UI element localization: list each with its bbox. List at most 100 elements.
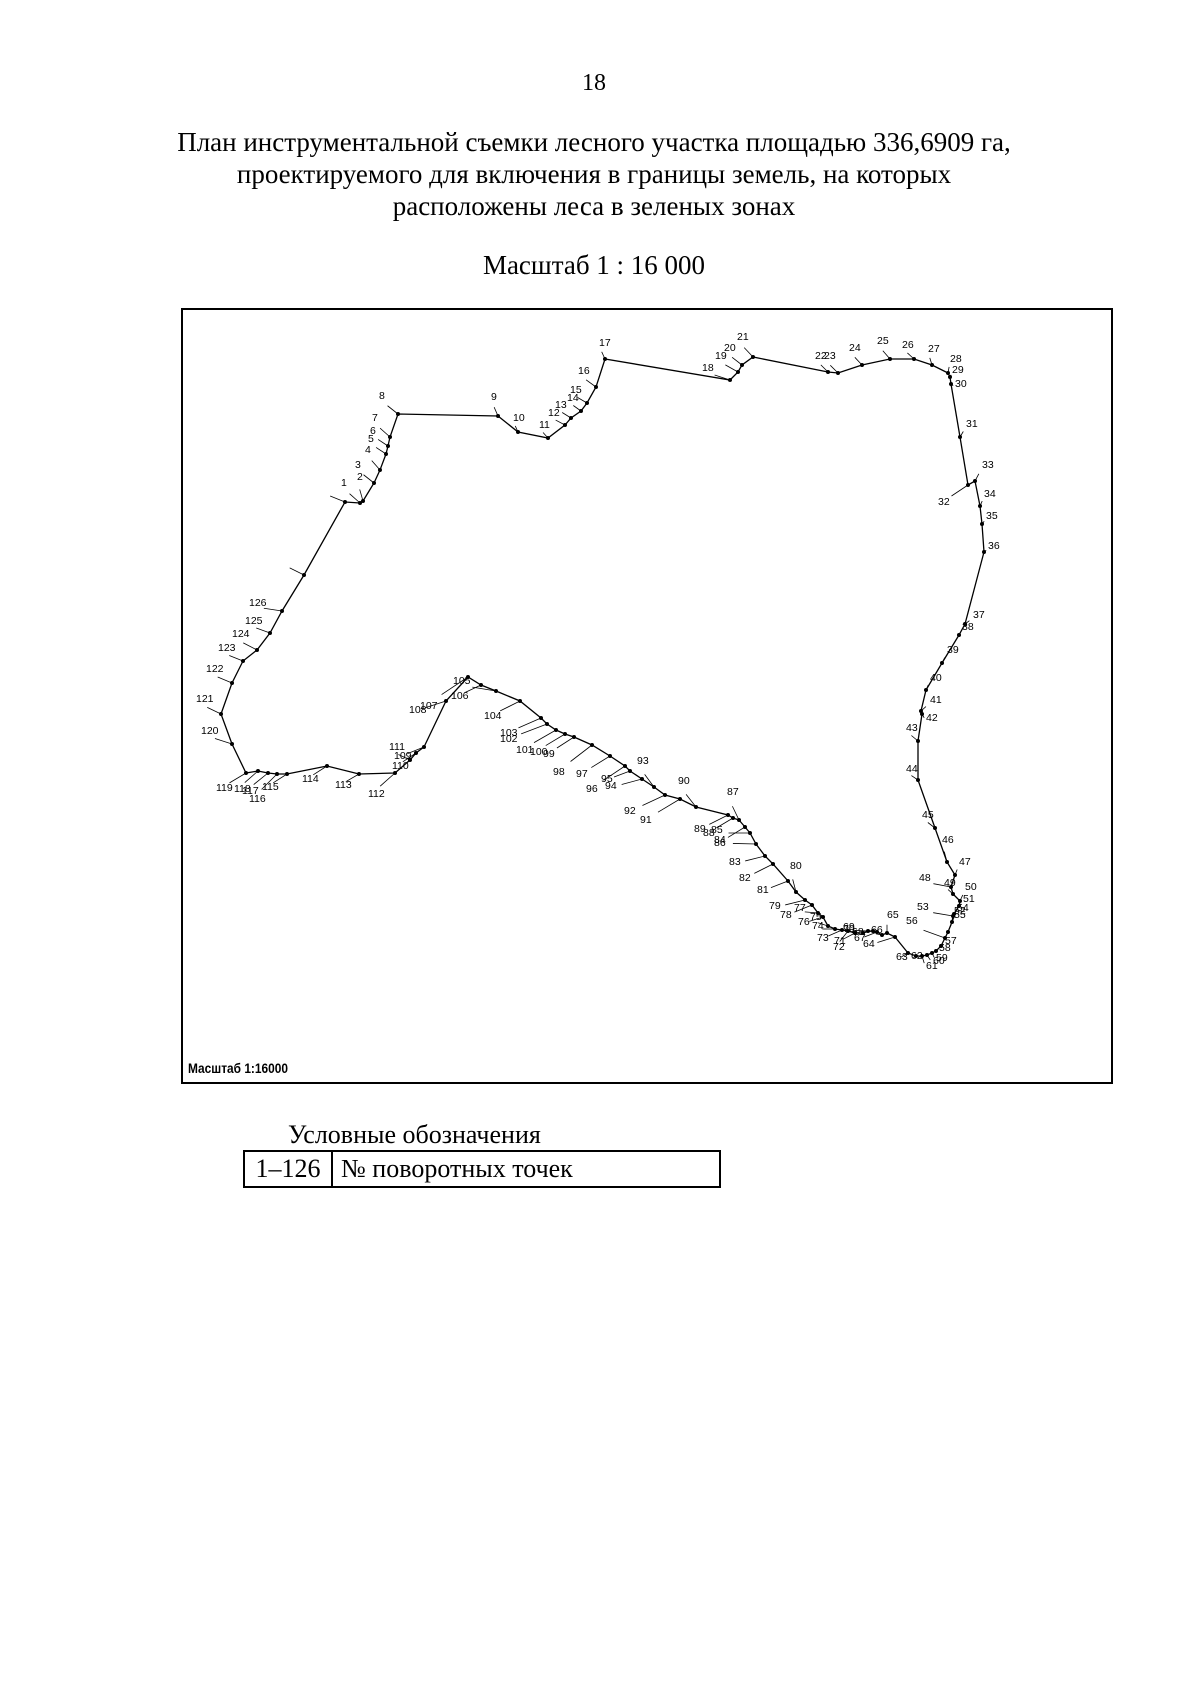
- turning-point-label: 87: [727, 786, 739, 798]
- turning-point-label: 113: [335, 779, 352, 791]
- turning-point-label: 73: [817, 932, 829, 944]
- label-leader-line: [809, 916, 824, 922]
- legend-description: № поворотных точек: [331, 1150, 721, 1188]
- turning-point-label: 40: [930, 672, 942, 684]
- turning-point-label: 9: [491, 391, 497, 403]
- label-leader-line: [273, 773, 288, 784]
- page-number: 18: [582, 70, 606, 96]
- label-leader-line: [253, 772, 269, 785]
- label-leader-line: [931, 952, 935, 958]
- turning-point-label: 27: [928, 343, 940, 355]
- label-leader-line: [854, 930, 869, 932]
- document-title: План инструментальной съемки лесного уча…: [0, 126, 1188, 222]
- label-leader-line: [828, 929, 843, 937]
- turning-point-label: 99: [543, 748, 555, 760]
- label-leader-line: [911, 775, 919, 781]
- label-leader-line: [657, 798, 681, 813]
- turning-point-label: 120: [201, 725, 219, 737]
- turning-point-label: 107: [420, 700, 438, 712]
- label-leader-line: [958, 903, 962, 907]
- turning-point-label: 49: [944, 877, 956, 889]
- turning-point-label: 24: [849, 342, 861, 354]
- turning-point-label: 63: [896, 951, 908, 963]
- label-leader-line: [644, 774, 655, 788]
- turning-point-label: 96: [586, 783, 598, 795]
- turning-point-label: 19: [715, 350, 727, 362]
- turning-point-label: 101: [516, 744, 534, 756]
- turning-point-label: 25: [877, 335, 889, 347]
- turning-point-label: 88: [703, 827, 715, 839]
- label-leader-line: [518, 717, 542, 729]
- turning-point-label: 84: [714, 834, 726, 846]
- turning-point-label: 121: [196, 693, 214, 705]
- label-leader-line: [958, 632, 961, 636]
- label-leader-line: [533, 729, 557, 743]
- label-leader-line: [289, 567, 305, 576]
- turning-point-label: 16: [578, 365, 590, 377]
- label-leader-line: [261, 773, 278, 790]
- turning-point-label: 94: [605, 780, 617, 792]
- label-leader-line: [521, 723, 548, 735]
- turning-point-label: 35: [986, 510, 998, 522]
- label-leader-line: [603, 765, 626, 781]
- turning-point-label: 78: [780, 909, 792, 921]
- turning-point-label: 72: [833, 941, 845, 953]
- turning-point-label: 124: [232, 628, 250, 640]
- turning-point-label: 32: [938, 496, 950, 508]
- label-leader-line: [398, 754, 411, 761]
- turning-point-label: 56: [906, 915, 918, 927]
- label-leader-line: [425, 700, 447, 708]
- label-leader-line: [864, 931, 878, 938]
- label-leader-line: [943, 851, 948, 863]
- turning-point-label: 36: [988, 540, 1000, 552]
- label-leader-line: [716, 817, 734, 829]
- label-leader-line: [709, 814, 729, 825]
- turning-point-label: 64: [863, 938, 875, 950]
- label-leader-line: [754, 863, 774, 874]
- turning-point-label: 46: [942, 834, 954, 846]
- turning-point-label: 69: [843, 921, 855, 933]
- label-leader-line: [964, 620, 970, 625]
- turning-point-label: 83: [729, 856, 741, 868]
- turning-point-label: 95: [601, 773, 613, 785]
- turning-point-label: 106: [451, 690, 469, 702]
- label-leader-line: [950, 383, 954, 386]
- label-leader-line: [959, 431, 964, 438]
- turning-point-label: 98: [553, 766, 565, 778]
- label-leader-line: [349, 493, 361, 504]
- turning-point-label: 26: [902, 339, 914, 351]
- label-leader-line: [725, 364, 739, 373]
- turning-point-label: 41: [930, 694, 942, 706]
- turning-point-label: 48: [919, 872, 931, 884]
- turning-point-label: 122: [206, 663, 224, 675]
- turning-point-label: 50: [965, 881, 977, 893]
- label-leader-line: [601, 351, 606, 360]
- turning-point-label: 2: [357, 471, 363, 483]
- label-leader-line: [561, 412, 572, 419]
- label-leader-line: [732, 806, 740, 821]
- label-leader-line: [585, 379, 597, 388]
- turning-point-label: 100: [530, 746, 548, 758]
- turning-point-label: 22: [815, 350, 827, 362]
- label-leader-line: [472, 686, 497, 692]
- label-leader-line: [947, 889, 954, 895]
- label-leader-line: [839, 930, 849, 942]
- turning-point-label: 42: [926, 712, 938, 724]
- turning-point-label: 37: [973, 609, 985, 621]
- turning-point-label: 75: [810, 911, 822, 923]
- label-leader-line: [591, 755, 611, 768]
- label-leader-line: [363, 474, 375, 484]
- label-leader-line: [217, 676, 233, 684]
- label-leader-line: [983, 550, 987, 553]
- label-leader-line: [256, 627, 271, 634]
- label-leader-line: [843, 932, 856, 940]
- label-leader-line: [214, 738, 233, 745]
- turning-point-label: 85: [711, 824, 723, 836]
- turning-point-label: 118: [234, 783, 251, 795]
- label-leader-line: [377, 439, 389, 447]
- turning-point-label: 59: [936, 952, 948, 964]
- turning-point-label: 17: [599, 337, 611, 349]
- legend-row: 1–126 № поворотных точек: [243, 1150, 721, 1188]
- turning-point-label: 23: [824, 350, 836, 362]
- turning-point-label: 57: [945, 935, 957, 947]
